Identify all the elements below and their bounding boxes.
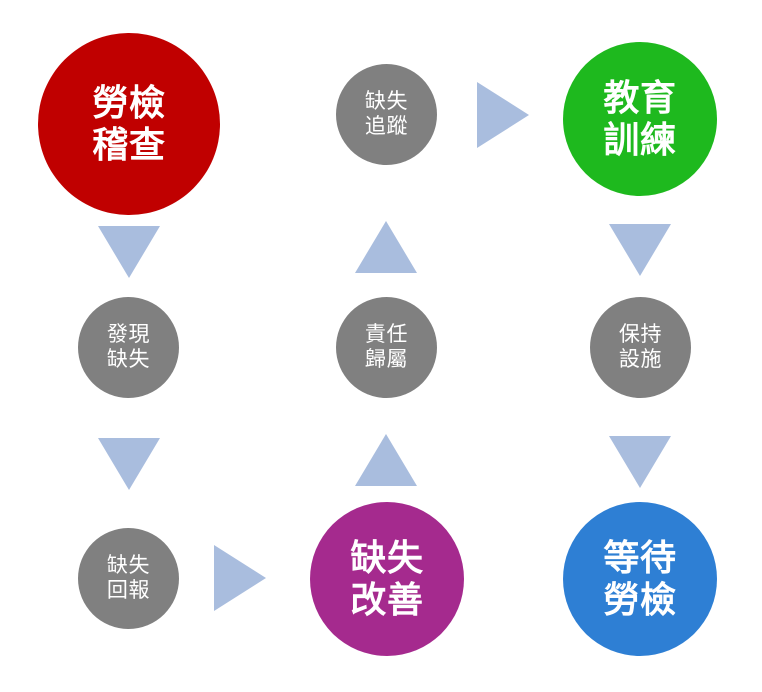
- node-label-line-2: 缺失: [106, 347, 151, 371]
- arrow-training-to-maintain-icon: [609, 224, 671, 276]
- node-education-training[interactable]: 教育 訓練: [563, 42, 717, 196]
- node-label-line-2: 追蹤: [364, 114, 409, 138]
- node-label-line-1: 責任: [364, 322, 409, 346]
- node-label-line-2: 稽查: [92, 124, 166, 165]
- arrow-improvement-to-responsibility-icon: [355, 434, 417, 486]
- node-label-line-2: 改善: [350, 579, 424, 620]
- arrow-tracking-to-training-icon: [477, 82, 529, 148]
- arrow-maintain-to-awaiting-icon: [609, 436, 671, 488]
- node-discover-deficiency[interactable]: 發現 缺失: [78, 297, 179, 398]
- node-label-line-1: 保持: [618, 322, 663, 346]
- arrow-audit-to-discover-icon: [98, 226, 160, 278]
- node-label-line-1: 等待: [603, 536, 677, 578]
- node-label-line-2: 設施: [618, 347, 663, 371]
- node-label-line-2: 歸屬: [364, 347, 409, 371]
- node-deficiency-improvement[interactable]: 缺失 改善: [310, 502, 464, 656]
- arrow-discover-to-report-icon: [98, 438, 160, 490]
- arrow-report-to-improvement-icon: [214, 545, 266, 611]
- node-label-line-1: 發現: [106, 322, 151, 346]
- node-label-line-1: 勞檢: [92, 81, 166, 123]
- node-label-line-1: 教育: [603, 76, 677, 118]
- node-awaiting-inspection[interactable]: 等待 勞檢: [563, 502, 717, 656]
- arrow-tracking-to-responsibility-icon: [355, 221, 417, 273]
- node-label-line-2: 回報: [106, 578, 151, 602]
- node-label-line-1: 缺失: [106, 553, 151, 577]
- node-label-line-1: 缺失: [364, 89, 409, 113]
- node-label-line-2: 勞檢: [603, 579, 677, 620]
- node-responsibility-attribution[interactable]: 責任 歸屬: [336, 297, 437, 398]
- node-maintain-facilities[interactable]: 保持 設施: [590, 297, 691, 398]
- node-deficiency-report[interactable]: 缺失 回報: [78, 528, 179, 629]
- node-label-line-1: 缺失: [350, 536, 424, 578]
- node-labor-inspection-audit[interactable]: 勞檢 稽查: [38, 33, 220, 215]
- node-label-line-2: 訓練: [603, 119, 677, 160]
- node-deficiency-tracking[interactable]: 缺失 追蹤: [336, 64, 437, 165]
